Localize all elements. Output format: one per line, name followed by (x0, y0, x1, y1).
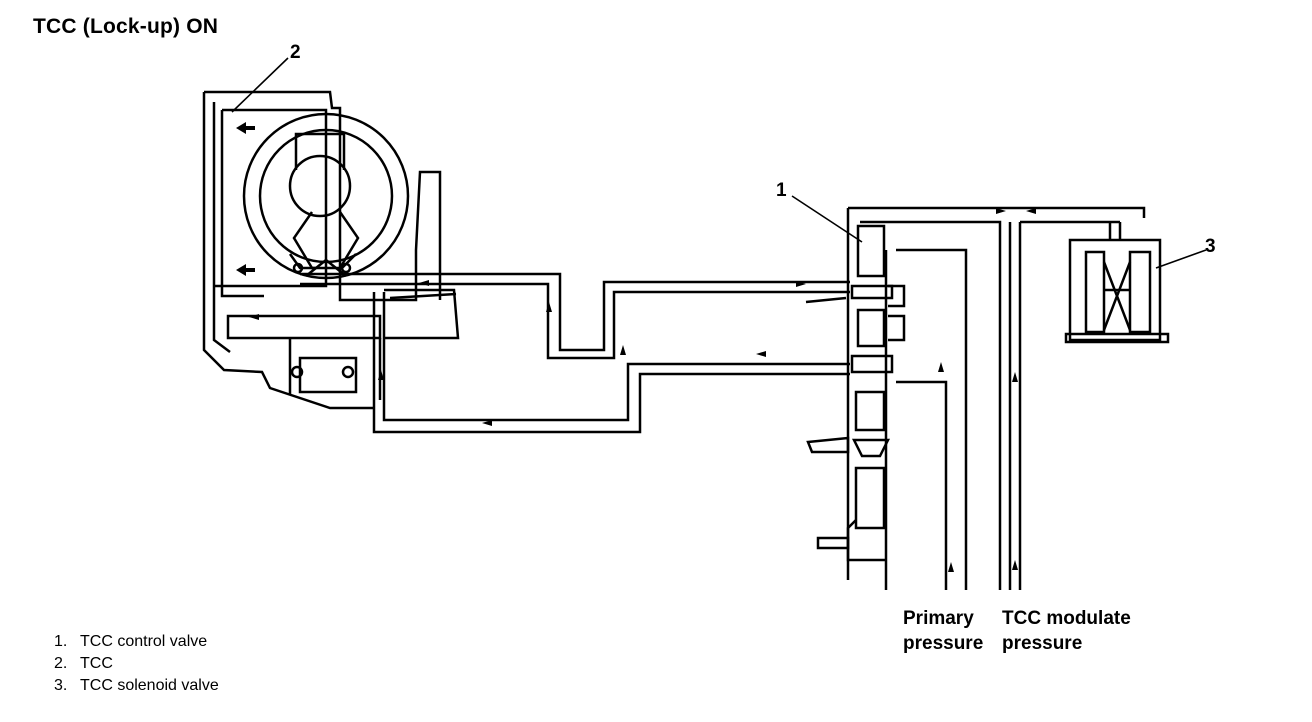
torque-converter-housing (202, 90, 460, 410)
valve-body (805, 206, 1146, 590)
callout-2: 2 (290, 42, 301, 63)
legend-item: 2.TCC (54, 655, 113, 672)
tcc-modulate-line2: pressure (1002, 633, 1083, 654)
primary-pressure-line1: Primary (903, 608, 974, 629)
legend-item: 3.TCC solenoid valve (54, 677, 219, 694)
legend-item: 1.TCC control valve (54, 633, 208, 650)
tcc-modulate-pressure-label: TCC modulate pressure (1002, 606, 1131, 656)
converter-to-valve-passages (300, 272, 850, 434)
tcc-modulate-line1: TCC modulate (1002, 608, 1131, 629)
callout-1: 1 (776, 180, 787, 201)
torque-converter-element (242, 112, 410, 280)
callout-3: 3 (1205, 236, 1216, 257)
diagram-title: TCC (Lock-up) ON (33, 15, 219, 38)
tcc-solenoid-valve (1064, 222, 1170, 344)
primary-pressure-line2: pressure (903, 633, 984, 654)
legend: 1.TCC control valve 2.TCC 3.TCC solenoid… (54, 631, 219, 697)
primary-pressure-label: Primary pressure (903, 606, 983, 656)
